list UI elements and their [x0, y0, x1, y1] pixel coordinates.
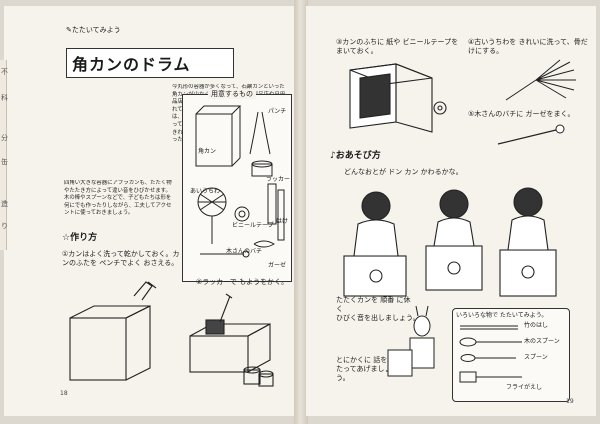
page-edge-tabs: 不 科 分 缶 造 り — [0, 60, 8, 250]
steps-title: ☆作り方 — [62, 233, 98, 243]
material-label: 木さんのバチ — [226, 248, 263, 255]
step4-fan-illustration — [505, 59, 576, 101]
step3-tape-illustration — [349, 63, 447, 133]
page-number-left: 18 — [60, 390, 68, 397]
material-label: あいうちわ — [190, 188, 221, 195]
play-description: どんなおとが ドン カン かわるかな。 — [344, 168, 463, 176]
star-icon: ☆ — [62, 233, 71, 243]
book-gutter — [294, 0, 308, 424]
play-label: たたくカンを 順番 に休く — [336, 296, 411, 313]
materials-illustration — [195, 105, 285, 258]
tools-intro: いろいろな物で たたいてみよう。 — [456, 312, 548, 319]
material-label: はけ — [276, 218, 289, 225]
step-3-text: ③カンのふちに 紙や ビニールテープをまいておく。 — [336, 38, 459, 55]
tool-label: スプーン — [524, 354, 548, 361]
step5-mallet-illustration — [497, 124, 565, 145]
step-4-text: ④古いうちわを きれいに洗って、骨だけにする。 — [468, 38, 588, 55]
step2-paint-illustration — [189, 293, 274, 387]
edge-char: 不 — [1, 68, 8, 76]
page-title: 角カンのドラム — [72, 55, 191, 74]
second-paragraph: 四角い大きな容器にアブラカンも、たたく物やたたき方によって違い音をひびかせます。… — [64, 180, 172, 217]
material-label: パンチ — [268, 108, 287, 115]
step-2-text: ②ラッカーで もようをかく。 — [196, 278, 289, 286]
rabbit-toy-illustration — [387, 305, 435, 377]
edge-char: 缶 — [1, 158, 8, 166]
materials-title: 用意するもの — [208, 89, 256, 99]
play-label: ひびく音を出しましょう。 — [336, 314, 420, 322]
step-1-text: ①カンはよく洗って乾かしておく。カンのふたを ペンチでよく おさえる。 — [62, 250, 180, 267]
step1-can-illustration — [69, 281, 157, 381]
edge-char: 分 — [1, 134, 8, 142]
section-header: ✎たたいてみよう — [66, 26, 121, 34]
materials-box — [182, 94, 292, 282]
tool-label: フライがえし — [506, 384, 543, 391]
kids-drumming-illustration — [343, 187, 557, 297]
step-5-text: ⑤木さんのバチに ガーゼをまく。 — [468, 110, 575, 118]
title-box — [66, 48, 237, 81]
pen-icon: ✎ — [66, 26, 72, 34]
play-title: ♪おあそび方 — [330, 151, 381, 161]
material-label: ビニールテープ — [232, 222, 274, 229]
material-label: 角カン — [198, 148, 217, 155]
note-icon: ♪ — [330, 151, 336, 161]
page-number-right: 19 — [566, 398, 574, 405]
tool-label: 木のスプーン — [524, 338, 560, 345]
material-label: ガーゼ — [268, 262, 287, 269]
play-label: とにかくに 話を かたってあげましょう。 — [336, 356, 397, 382]
edge-char: 科 — [1, 94, 8, 102]
tools-illustration — [459, 325, 522, 383]
edge-char: 造 — [1, 200, 8, 208]
tool-label: 竹のはし — [524, 322, 549, 329]
material-label: ラッカー — [266, 176, 291, 183]
edge-char: り — [1, 222, 8, 230]
